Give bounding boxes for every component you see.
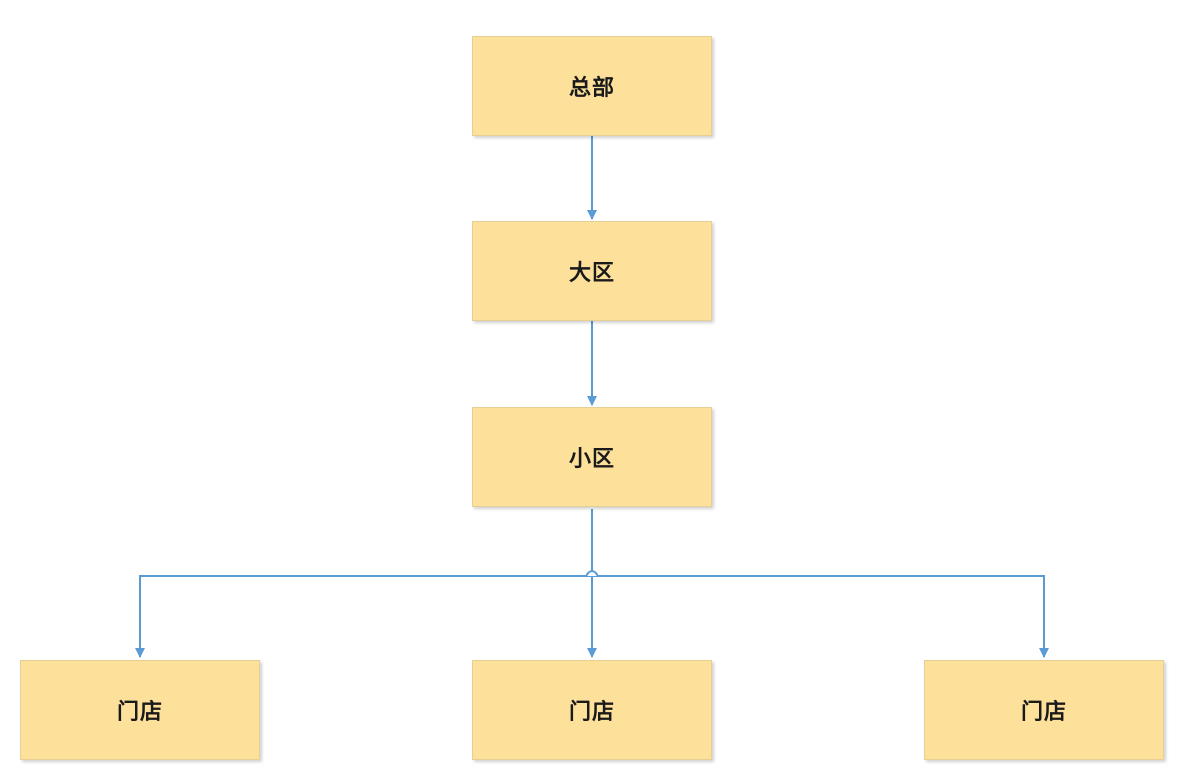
node-store-1[interactable]: 门店 bbox=[20, 660, 260, 760]
node-region[interactable]: 大区 bbox=[472, 221, 712, 321]
connector-subregion-to-store-1 bbox=[135, 509, 593, 658]
connector-jump bbox=[585, 570, 599, 577]
node-store-2-label: 门店 bbox=[568, 700, 615, 725]
node-store-3[interactable]: 门店 bbox=[924, 660, 1164, 760]
node-subregion[interactable]: 小区 bbox=[472, 407, 712, 507]
node-store-3-label: 门店 bbox=[1020, 700, 1067, 725]
node-subregion-label: 小区 bbox=[568, 447, 615, 472]
node-headquarters-label: 总部 bbox=[568, 76, 615, 101]
connector-subregion-to-store-3 bbox=[592, 575, 1049, 658]
node-headquarters[interactable]: 总部 bbox=[472, 36, 712, 136]
node-store-2[interactable]: 门店 bbox=[472, 660, 712, 760]
node-region-label: 大区 bbox=[568, 261, 615, 286]
node-store-1-label: 门店 bbox=[116, 700, 163, 725]
